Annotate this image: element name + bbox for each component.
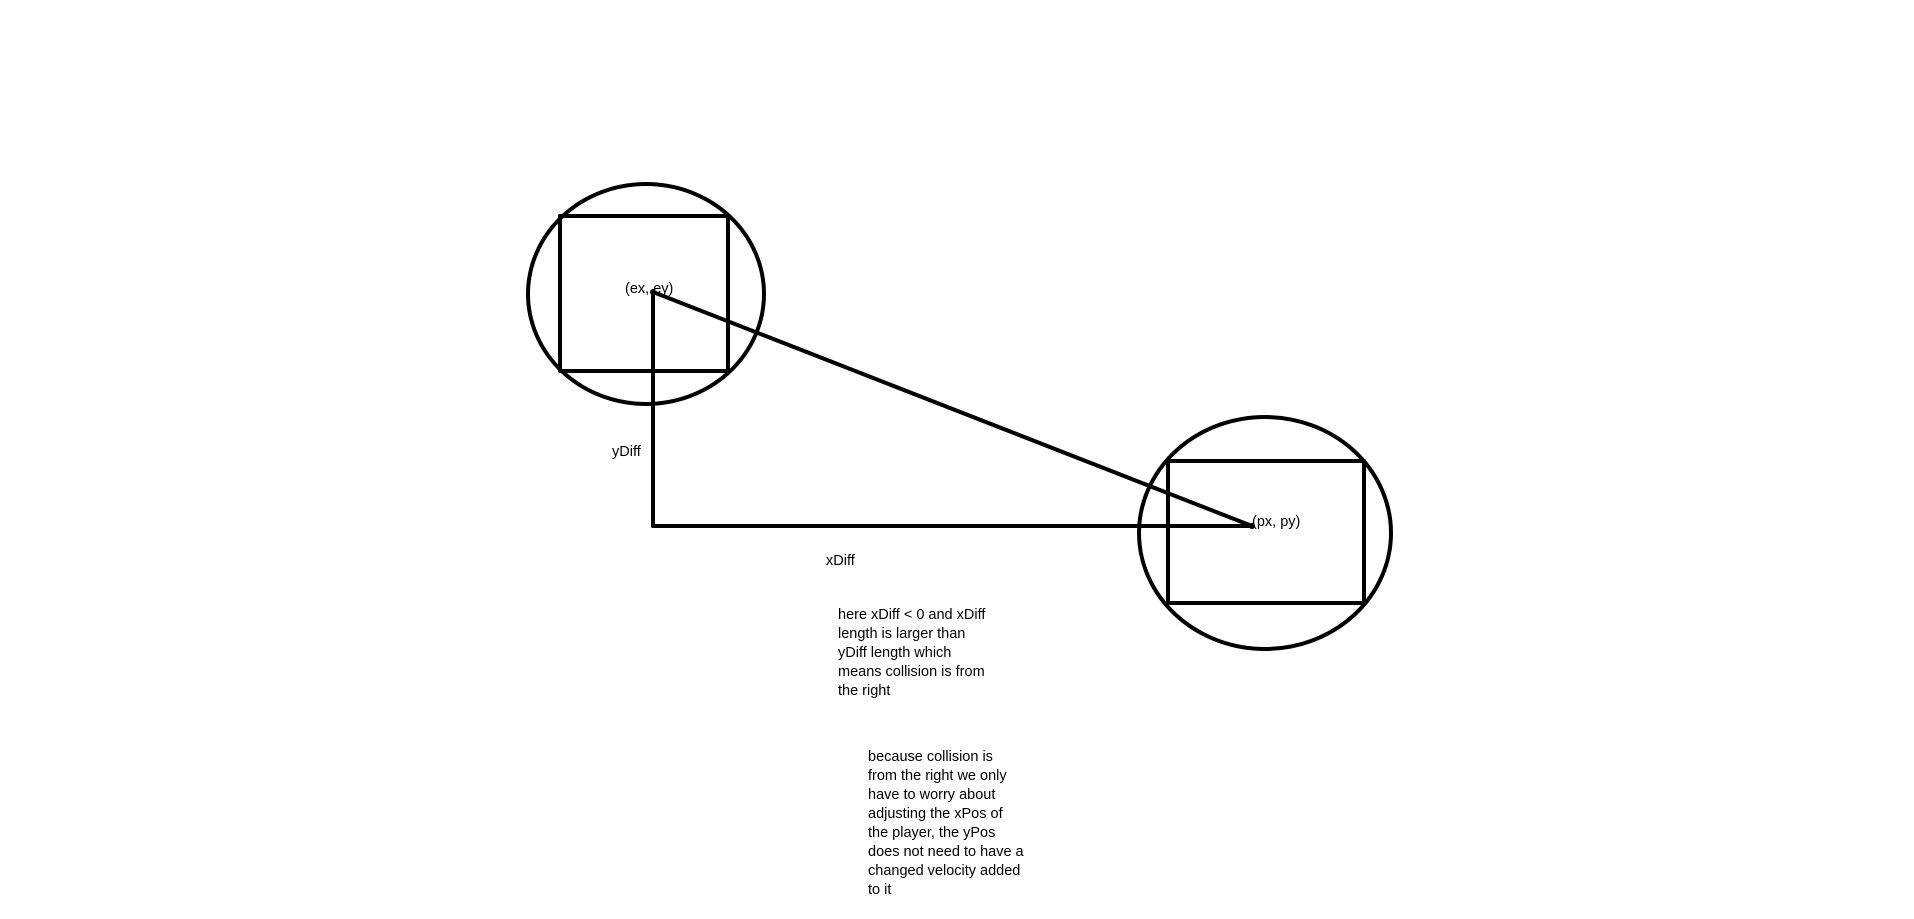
enemy-point-label: (ex, ey) bbox=[625, 281, 673, 297]
collision-direction-note: here xDiff < 0 and xDiff length is large… bbox=[838, 607, 986, 699]
player-bounding-box bbox=[1166, 459, 1366, 605]
xdiff-label: xDiff bbox=[826, 553, 856, 569]
ydiff-label: yDiff bbox=[612, 444, 642, 460]
player-point-label: (px, py) bbox=[1252, 514, 1300, 530]
enemy-center-point bbox=[650, 289, 656, 295]
enemy-bounding-circle bbox=[526, 182, 766, 406]
adjustment-note: because collision is from the right we o… bbox=[868, 749, 1024, 898]
player-center-point bbox=[1249, 523, 1255, 529]
enemy-bounding-box bbox=[558, 214, 730, 373]
hypotenuse-line bbox=[651, 290, 1254, 528]
player-bounding-circle bbox=[1137, 415, 1393, 651]
